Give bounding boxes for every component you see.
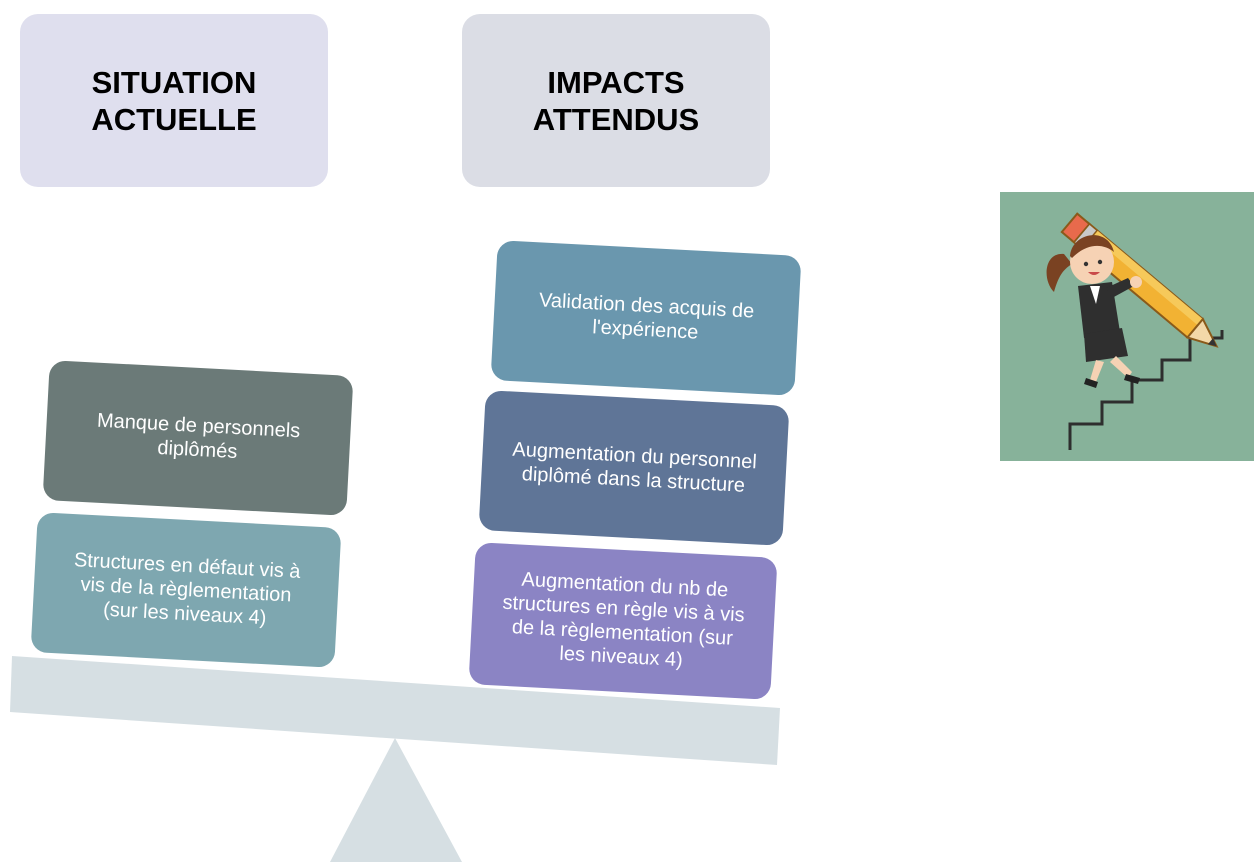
card-validation-acquis-label: Validation des acquis de l'expérience (538, 289, 755, 344)
scale-fulcrum (330, 738, 462, 862)
card-structures-defaut: Structures en défaut vis à vis de la règ… (30, 512, 342, 668)
woman-climbing-stairs-with-pencil-icon (1000, 192, 1254, 461)
header-impacts-attendus: IMPACTS ATTENDUS (462, 14, 770, 187)
card-augmentation-personnel-label: Augmentation du personnel diplômé dans l… (511, 438, 758, 497)
header-situation-actuelle: SITUATION ACTUELLE (20, 14, 328, 187)
card-augmentation-personnel: Augmentation du personnel diplômé dans l… (478, 390, 790, 546)
header-impacts-label: IMPACTS ATTENDUS (532, 64, 700, 137)
card-augmentation-structures: Augmentation du nb de structures en règl… (468, 542, 778, 700)
card-manque-personnels: Manque de personnels diplômés (42, 360, 354, 516)
card-structures-defaut-label: Structures en défaut vis à vis de la règ… (73, 549, 302, 630)
card-augmentation-structures-label: Augmentation du nb de structures en règl… (502, 568, 746, 672)
header-situation-label: SITUATION ACTUELLE (91, 64, 257, 137)
scale-beam (10, 656, 780, 765)
card-validation-acquis: Validation des acquis de l'expérience (490, 240, 802, 396)
card-manque-label: Manque de personnels diplômés (96, 409, 301, 464)
